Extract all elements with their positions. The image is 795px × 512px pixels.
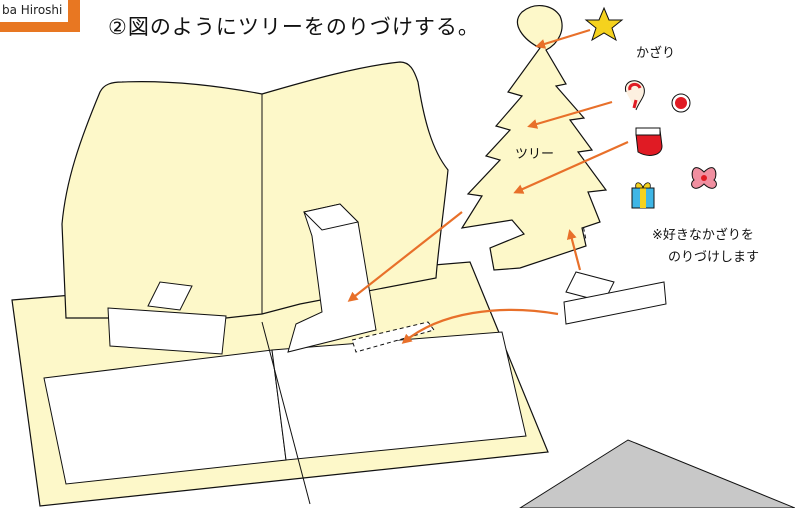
tree-label: ツリー [515, 147, 555, 162]
ribbon-bow-icon [691, 167, 717, 189]
base-window-right [271, 331, 527, 461]
author-tag-inner: ba Hiroshi [0, 0, 69, 22]
author-name: ba Hiroshi [2, 3, 63, 17]
gray-board [518, 439, 795, 509]
left-stand-top [147, 281, 193, 311]
arrow-candy [527, 100, 613, 129]
center-stand-top [303, 203, 359, 231]
back-card [61, 61, 449, 319]
base-fold-line [261, 321, 311, 505]
note-line-2: のりづけします [668, 250, 760, 265]
red-ball-icon [671, 93, 691, 113]
glue-area-base [351, 321, 435, 353]
arrow-stocking [513, 140, 629, 194]
decorations-label: かざり [636, 46, 676, 61]
gift-box-icon [631, 182, 655, 209]
arrow-star [535, 28, 591, 49]
note-line-1: ※好きなかざりを [652, 228, 754, 243]
arrow-tree-to-card [347, 211, 463, 302]
left-stand-front [107, 307, 227, 355]
arrow-tab-to-base [401, 308, 559, 344]
arrows [347, 28, 629, 344]
arrow-tab-up [566, 229, 582, 271]
tree-stand-front [563, 281, 667, 325]
step-title: ②図のようにツリーをのりづけする。 [108, 15, 480, 39]
candy-cane-icon [624, 80, 645, 111]
stocking-icon [635, 127, 663, 156]
tree-piece [460, 5, 608, 271]
star-icon [584, 6, 624, 42]
author-tag: ba Hiroshi [0, 0, 80, 32]
